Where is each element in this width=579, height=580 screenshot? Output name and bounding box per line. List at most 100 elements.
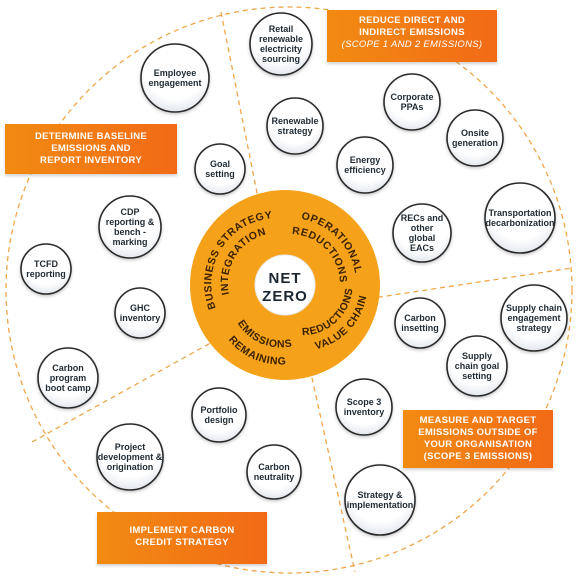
bubble-label: engagement xyxy=(507,313,560,323)
bubble-label: development & xyxy=(98,452,163,462)
bubble-label: chain goal xyxy=(455,361,500,371)
bubble-circle xyxy=(335,378,393,436)
net-zero-hub: NET ZERO BUSINESS STRATEGY INTEGRATION O… xyxy=(190,190,380,380)
banner-scope-3: MEASURE AND TARGET EMISSIONS OUTSIDE OF … xyxy=(403,410,553,468)
bubble-circle xyxy=(20,243,72,295)
banner-scope-3-line4: (SCOPE 3 EMISSIONS) xyxy=(423,451,533,462)
bubble-label: Strategy & xyxy=(357,490,403,500)
bubble-label: Carbon xyxy=(404,313,436,323)
bubble-label: other xyxy=(411,223,434,233)
bubble-label: engagement xyxy=(148,78,201,88)
bubble-circle xyxy=(114,287,166,339)
bubble-label: GHC xyxy=(130,303,151,313)
bubble-label: origination xyxy=(107,462,154,472)
bubble-label: Goal xyxy=(210,159,230,169)
bubble-circle xyxy=(392,203,452,263)
bubble-label: inventory xyxy=(344,407,385,417)
banner-scope-3-line1: MEASURE AND TARGET xyxy=(419,415,537,426)
bubble-circle xyxy=(336,136,394,194)
bubble-label: renewable xyxy=(259,34,303,44)
bubble-label: setting xyxy=(205,169,235,179)
hub-center xyxy=(254,254,316,316)
banner-baseline-line2: EMISSIONS AND xyxy=(51,143,131,154)
banner-baseline-line1: DETERMINE BASELINE xyxy=(34,131,148,142)
bubble-circle xyxy=(96,423,164,491)
bubble-circle xyxy=(98,195,162,259)
bubble-circle xyxy=(191,387,247,443)
bubble-circle xyxy=(194,143,246,195)
bubble-label: Energy xyxy=(350,155,381,165)
bubble-circle xyxy=(500,284,568,352)
outer-ring xyxy=(5,6,573,574)
bubble-label: Employee xyxy=(154,68,197,78)
banner-baseline: DETERMINE BASELINE EMISSIONS AND REPORT … xyxy=(5,124,177,174)
bubble-circle xyxy=(383,73,441,131)
banner-carbon-credit-line2: CREDIT STRATEGY xyxy=(135,537,229,548)
bubble-label: electricity xyxy=(260,44,302,54)
bubble-circle xyxy=(246,444,302,500)
bubble-label: Supply chain xyxy=(506,303,562,313)
banner-carbon-credit: IMPLEMENT CARBON CREDIT STRATEGY xyxy=(97,512,267,564)
bubble-circle xyxy=(344,464,416,536)
banner-scope-1-2-sub: (SCOPE 1 AND 2 EMISSIONS) xyxy=(341,39,483,50)
bubble-label: CDP xyxy=(120,207,139,217)
bubble-label: TCFD xyxy=(34,259,58,269)
bubble-label: implementation xyxy=(347,500,414,510)
bubble-label: neutrality xyxy=(254,472,295,482)
bubble-label: design xyxy=(204,415,233,425)
zero-label: ZERO xyxy=(262,288,308,305)
bubble-label: sourcing xyxy=(262,54,300,64)
bubble-circle xyxy=(484,182,556,254)
divider-left xyxy=(31,334,226,443)
bubble-label: strategy xyxy=(516,323,551,333)
bubble-strategy-implementation: Strategy &implementation xyxy=(344,464,416,536)
bubble-label: EACs xyxy=(410,243,434,253)
bubble-label: Renewable xyxy=(271,116,318,126)
bubble-label: Corporate xyxy=(390,92,433,102)
bubble-label: reporting & xyxy=(106,217,155,227)
divider-bottom xyxy=(307,359,356,573)
bubble-label: generation xyxy=(452,138,498,148)
banner-baseline-line3: REPORT INVENTORY xyxy=(40,155,142,166)
bubble-circle xyxy=(249,12,313,76)
bubble-label: strategy xyxy=(277,126,312,136)
banner-scope-1-2: REDUCE DIRECT AND INDIRECT EMISSIONS (SC… xyxy=(327,10,497,62)
bubble-circle xyxy=(394,297,446,349)
banner-scope-1-2-line1: REDUCE DIRECT AND xyxy=(358,15,466,26)
bubble-label: efficiency xyxy=(344,165,386,175)
bubble-layer: EmployeeengagementRetailrenewableelectri… xyxy=(20,12,568,536)
bubble-label: setting xyxy=(462,371,492,381)
bubble-label: Carbon xyxy=(52,363,84,373)
bubble-label: Scope 3 xyxy=(347,397,382,407)
bubble-label: boot camp xyxy=(45,383,91,393)
bubble-label: insetting xyxy=(401,323,439,333)
bubble-label: PPAs xyxy=(401,102,424,112)
bubble-label: Onsite xyxy=(461,128,489,138)
net-label: NET xyxy=(269,270,302,287)
bubble-label: RECs and xyxy=(401,213,444,223)
divider-top xyxy=(220,11,263,219)
bubble-label: Retail xyxy=(269,24,294,34)
banner-scope-3-line3: YOUR ORGANISATION xyxy=(423,439,533,450)
bubble-circle xyxy=(446,335,508,397)
banner-scope-3-line2: EMISSIONS OUTSIDE OF xyxy=(418,427,538,438)
bubble-label: decarbonization xyxy=(485,218,554,228)
bubble-label: Supply xyxy=(462,351,492,361)
